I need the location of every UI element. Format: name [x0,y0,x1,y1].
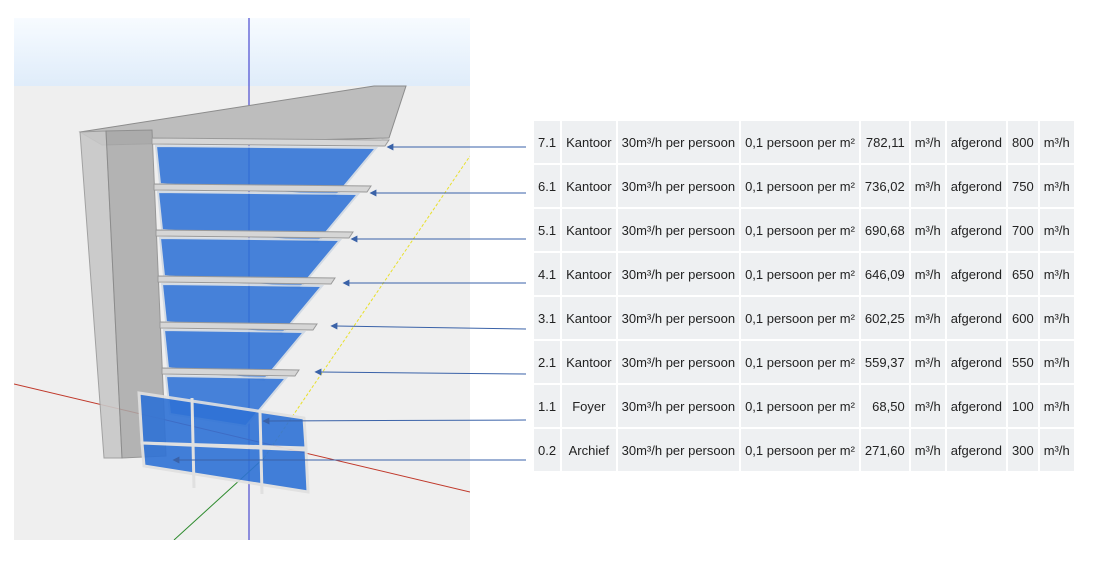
occupancy-cell: 0,1 persoon per m² [741,341,859,383]
rounded-unit-cell: m³/h [1039,297,1074,339]
ventilation-rate-cell: 30m³/h per persoon [617,121,740,163]
occupancy-cell: 0,1 persoon per m² [741,385,859,427]
rounded-unit-cell: m³/h [1039,121,1074,163]
room-type-cell: Kantoor [562,165,616,207]
room-type-cell: Kantoor [562,297,616,339]
airflow-value-cell: 736,02 [860,165,909,207]
floor-0-room [140,441,310,494]
rounded-unit-cell: m³/h [1039,165,1074,207]
floor-slab [161,367,300,377]
rounded-label-cell: afgerond [946,253,1007,295]
sky-background [14,18,470,86]
rounded-unit-cell: m³/h [1039,341,1074,383]
rounded-label-cell: afgerond [946,429,1007,471]
floor-number-cell: 3.1 [534,297,561,339]
occupancy-cell: 0,1 persoon per m² [741,121,859,163]
rounded-value-cell: 100 [1008,385,1038,427]
airflow-value-cell: 690,68 [860,209,909,251]
ventilation-rate-cell: 30m³/h per persoon [617,165,740,207]
rounded-label-cell: afgerond [946,297,1007,339]
floor-number-cell: 0.2 [534,429,561,471]
rounded-value-cell: 800 [1008,121,1038,163]
column-line-right [258,411,264,495]
airflow-value-cell: 646,09 [860,253,909,295]
airflow-unit-cell: m³/h [910,297,945,339]
occupancy-cell: 0,1 persoon per m² [741,297,859,339]
column-line [190,397,196,489]
airflow-unit-cell: m³/h [910,429,945,471]
airflow-unit-cell: m³/h [910,209,945,251]
room-type-cell: Kantoor [562,341,616,383]
ventilation-rate-cell: 30m³/h per persoon [617,253,740,295]
room-type-cell: Kantoor [562,121,616,163]
floor-number-cell: 4.1 [534,253,561,295]
ventilation-rate-cell: 30m³/h per persoon [617,429,740,471]
building-3d-viewport [14,18,470,540]
rounded-value-cell: 550 [1008,341,1038,383]
occupancy-cell: 0,1 persoon per m² [741,253,859,295]
room-type-cell: Kantoor [562,253,616,295]
rounded-value-cell: 600 [1008,297,1038,339]
airflow-value-cell: 271,60 [860,429,909,471]
floor-number-cell: 7.1 [534,121,561,163]
ventilation-rate-cell: 30m³/h per persoon [617,341,740,383]
floor-slab [159,321,318,331]
airflow-value-cell: 602,25 [860,297,909,339]
occupancy-cell: 0,1 persoon per m² [741,165,859,207]
rounded-label-cell: afgerond [946,209,1007,251]
rounded-value-cell: 300 [1008,429,1038,471]
rounded-value-cell: 650 [1008,253,1038,295]
airflow-unit-cell: m³/h [910,341,945,383]
room-type-cell: Kantoor [562,209,616,251]
ventilation-rate-cell: 30m³/h per persoon [617,385,740,427]
ventilation-rate-cell: 30m³/h per persoon [617,297,740,339]
airflow-unit-cell: m³/h [910,253,945,295]
rounded-label-cell: afgerond [946,165,1007,207]
airflow-value-cell: 782,11 [860,121,909,163]
ventilation-rate-cell: 30m³/h per persoon [617,209,740,251]
floors-group [151,137,390,428]
floor-slab [151,137,390,147]
rounded-value-cell: 700 [1008,209,1038,251]
rounded-unit-cell: m³/h [1039,209,1074,251]
rounded-unit-cell: m³/h [1039,385,1074,427]
floor-slab [153,183,372,193]
rounded-unit-cell: m³/h [1039,253,1074,295]
room-type-cell: Archief [562,429,616,471]
floor-number-cell: 2.1 [534,341,561,383]
rounded-value-cell: 750 [1008,165,1038,207]
rounded-label-cell: afgerond [946,121,1007,163]
floor-1-room [137,391,308,450]
occupancy-cell: 0,1 persoon per m² [741,429,859,471]
airflow-unit-cell: m³/h [910,121,945,163]
rounded-unit-cell: m³/h [1039,429,1074,471]
airflow-value-cell: 559,37 [860,341,909,383]
rounded-label-cell: afgerond [946,385,1007,427]
floor-number-cell: 5.1 [534,209,561,251]
room-type-cell: Foyer [562,385,616,427]
floor-number-cell: 1.1 [534,385,561,427]
airflow-value-cell: 68,50 [860,385,909,427]
airflow-unit-cell: m³/h [910,165,945,207]
y-axis-dashed-line [263,155,470,459]
occupancy-cell: 0,1 persoon per m² [741,209,859,251]
rounded-label-cell: afgerond [946,341,1007,383]
floor-slab [155,229,354,239]
airflow-unit-cell: m³/h [910,385,945,427]
floor-slab [157,275,336,285]
floor-number-cell: 6.1 [534,165,561,207]
